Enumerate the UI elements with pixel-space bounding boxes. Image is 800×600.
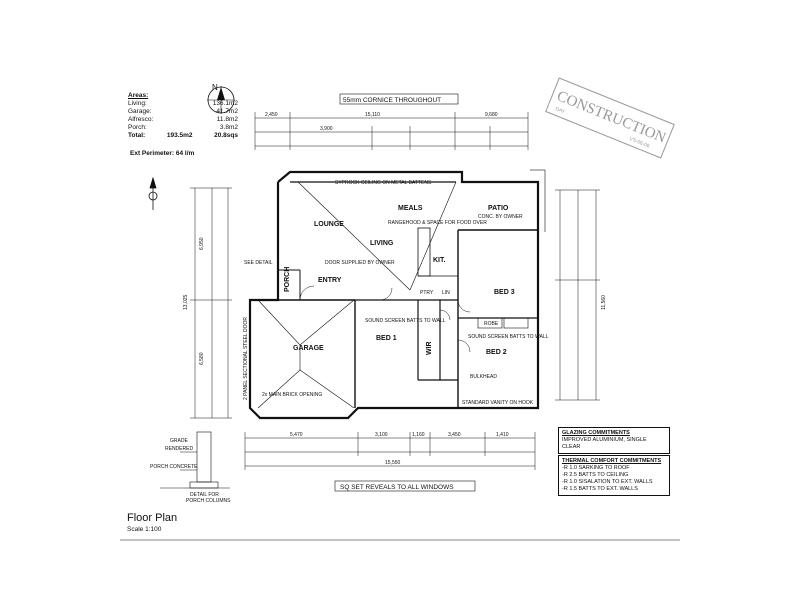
room-patio: PATIO [488, 205, 509, 212]
dim-top-b: 3,900 [320, 126, 333, 132]
patio-sub: CONC. BY OWNER [478, 214, 523, 220]
top-note: 55mm CORNICE THROUGHOUT [343, 97, 441, 104]
room-linen: LIN [442, 290, 450, 296]
detail-grade: GRADE [170, 438, 188, 444]
note-ceiling: SYPROCK CEILING ON METAL BATTENS [335, 180, 432, 186]
note-garage-door: 2 PANEL SECTIONAL STEEL DOOR [243, 317, 249, 400]
note-sound-bed2: SOUND SCREEN BATTS TO WALL [468, 334, 549, 340]
dim-left-b: 6,580 [199, 352, 205, 365]
detail-rendered: RENDERED [165, 446, 193, 452]
plan-title: Floor Plan [127, 512, 178, 524]
glazing-commitments-box: GLAZING COMMITMENTS IMPROVED ALUMINIUM, … [558, 427, 670, 454]
areas-schedule: Areas: Living:136.1m2 Garage:41.7m2 Alfr… [128, 92, 238, 140]
thermal-line-4: -R 1.5 BATTS TO EXT. WALLS [562, 486, 638, 492]
detail-concrete: PORCH CONCRETE [150, 464, 198, 470]
thermal-line-1: -R 1.0 SARKING TO ROOF [562, 465, 630, 471]
top-note-box [339, 93, 459, 105]
site-marker-icon [148, 176, 158, 210]
north-arrow-icon: N [207, 83, 235, 114]
dim-left-overall: 13,025 [183, 294, 189, 310]
room-bed3: BED 3 [494, 289, 515, 296]
areas-heading: Areas: [128, 92, 149, 99]
note-vanity: STANDARD VANITY ON HOOK [462, 400, 534, 406]
bottom-note-box [334, 480, 476, 492]
note-rangehood: RANGEHOOD & SPACE FOR FOOD OVER [388, 220, 487, 226]
room-bed2: BED 2 [486, 349, 507, 356]
right-dimensions [555, 189, 600, 401]
dim-top-overall: 15,110 [365, 112, 380, 118]
dim-bot-d: 3,450 [448, 432, 461, 438]
dim-right-overall: 11,560 [601, 295, 607, 310]
left-dimensions [190, 187, 232, 419]
thermal-line-3: -R 1.0 SISALATION TO EXT. WALLS [562, 479, 653, 485]
room-living: LIVING [370, 240, 394, 247]
building-walls [248, 169, 546, 420]
external-perimeter: Ext Perimeter: 64 l/m [130, 150, 195, 157]
dim-left-a: 6,950 [199, 237, 205, 250]
note-door-supply: DOOR SUPPLIED BY OWNER [325, 260, 395, 266]
north-label: N [212, 83, 218, 92]
room-kitchen: KIT. [433, 257, 446, 264]
room-meals: MEALS [398, 205, 423, 212]
thermal-title: THERMAL COMFORT COMMITMENTS [562, 458, 662, 464]
stamp-sub1: DAY [554, 106, 566, 116]
glazing-title: GLAZING COMMITMENTS [562, 430, 630, 436]
room-entry: ENTRY [318, 277, 342, 284]
glazing-line: IMPROVED ALUMINIUM, SINGLE CLEAR [562, 437, 647, 450]
detail-title-1: DETAIL FOR [190, 492, 219, 498]
dim-bot-c: 1,160 [412, 432, 425, 438]
room-porch: PORCH [284, 267, 291, 292]
porch-column-detail [160, 431, 230, 489]
room-garage: GARAGE [293, 345, 324, 352]
note-brick: 2x MAIN BRICK OPENING [262, 392, 322, 398]
dim-bot-b: 3,100 [375, 432, 388, 438]
dim-top-a: 2,450 [265, 112, 278, 118]
dim-top-c: 9,680 [485, 112, 498, 118]
area-row-porch: Porch:3.8m2 [128, 124, 238, 131]
area-row-living: Living:136.1m2 [128, 100, 238, 107]
room-wir: WIR [426, 341, 433, 355]
dim-bot-a: 5,470 [290, 432, 303, 438]
note-bulkhead: BULKHEAD [470, 374, 497, 380]
detail-title-2: PORCH COLUMNS [186, 498, 231, 504]
note-sound-bed1: SOUND SCREEN BATTS TO WALL [365, 318, 446, 324]
top-dimensions [254, 112, 529, 150]
door-swings [299, 285, 471, 353]
thermal-commitments-box: THERMAL COMFORT COMMITMENTS -R 1.0 SARKI… [558, 455, 670, 496]
room-pantry: PTRY [420, 290, 434, 296]
dim-bot-e: 1,410 [496, 432, 509, 438]
thermal-line-2: -R 2.5 BATTS TO CEILING [562, 472, 629, 478]
room-lounge: LOUNGE [314, 221, 344, 228]
area-row-alfresco: Alfresco:11.8m2 [128, 116, 238, 123]
plan-scale: Scale 1:100 [127, 526, 162, 533]
room-bed1: BED 1 [376, 335, 397, 342]
bottom-dimensions [244, 432, 536, 470]
bottom-note: SQ SET REVEALS TO ALL WINDOWS [340, 484, 454, 491]
note-robe: ROBE [484, 321, 499, 327]
note-see-detail: SEE DETAIL [244, 260, 273, 266]
construction-stamp: CONSTRUCTION DAY VS-06-06 [545, 77, 675, 159]
dim-bot-overall: 15,550 [385, 460, 401, 466]
